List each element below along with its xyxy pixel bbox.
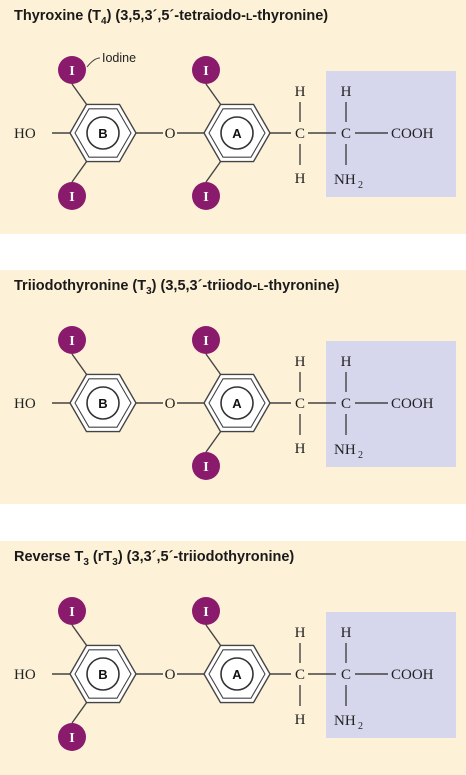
ether-oxygen: O <box>165 396 176 412</box>
ether-oxygen: O <box>165 667 176 683</box>
ring-a-label: A <box>232 667 242 682</box>
amino-acid-box <box>326 612 456 738</box>
carboxyl-group: COOH <box>391 667 434 683</box>
iodine-bond-inner-top <box>205 353 222 376</box>
beta-carbon: C <box>295 396 305 412</box>
iodine-outer-bottom: I <box>58 723 86 751</box>
hydroxyl-group: HO <box>14 126 36 142</box>
ring-a-label: A <box>232 396 242 411</box>
iodine-bond-outer-top <box>71 624 88 647</box>
hydrogen-upper-right: H <box>341 625 352 641</box>
ring-a: A <box>203 103 271 163</box>
iodine-callout-line <box>86 57 101 68</box>
iodine-outer-bottom: I <box>58 182 86 210</box>
alpha-carbon: C <box>341 396 351 412</box>
iodine-bond-inner-top <box>205 83 222 106</box>
iodine-outer-top: I <box>58 326 86 354</box>
beta-carbon: C <box>295 667 305 683</box>
iodine-outer-bottom-symbol: I <box>69 731 74 746</box>
panel-title: Thyroxine (T4) (3,5,3´,5´-tetraiodo-L-th… <box>14 8 329 27</box>
amino-acid-box <box>326 71 456 197</box>
iodine-inner-bottom: I <box>192 452 220 480</box>
panel-1: Thyroxine (T4) (3,5,3´,5´-tetraiodo-L-th… <box>0 0 466 234</box>
hydrogen-lower-left: H <box>295 171 306 187</box>
iodine-inner-top: I <box>192 597 220 625</box>
iodine-bond-outer-top <box>71 83 88 106</box>
iodine-inner-bottom: I <box>192 182 220 210</box>
ether-oxygen: O <box>165 126 176 142</box>
iodine-outer-top: I <box>58 56 86 84</box>
iodine-outer-top-symbol: I <box>69 605 74 620</box>
carboxyl-group: COOH <box>391 396 434 412</box>
panel-title: Reverse T3 (rT3) (3,3´,5´-triiodothyroni… <box>14 549 295 568</box>
hydrogen-upper-left: H <box>295 354 306 370</box>
hydrogen-upper-right: H <box>341 354 352 370</box>
hydrogen-upper-left: H <box>295 625 306 641</box>
hydrogen-upper-left: H <box>295 84 306 100</box>
ring-b-label: B <box>98 126 107 141</box>
ring-b: B <box>69 103 137 163</box>
ring-b: B <box>69 373 137 433</box>
amino-subscript: 2 <box>358 450 363 461</box>
iodine-inner-top-symbol: I <box>203 64 208 79</box>
amino-group: NH <box>334 172 356 188</box>
iodine-inner-top-symbol: I <box>203 605 208 620</box>
amino-subscript: 2 <box>358 180 363 191</box>
iodine-bond-outer-top <box>71 353 88 376</box>
panel-title: Triiodothyronine (T3) (3,5,3´-triiodo-L-… <box>14 278 340 297</box>
amino-group: NH <box>334 442 356 458</box>
iodine-outer-top-symbol: I <box>69 334 74 349</box>
amino-acid-box <box>326 341 456 467</box>
ring-a-label: A <box>232 126 242 141</box>
iodine-bond-outer-bottom <box>71 701 88 724</box>
hydrogen-lower-left: H <box>295 712 306 728</box>
hydroxyl-group: HO <box>14 396 36 412</box>
iodine-outer-bottom-symbol: I <box>69 190 74 205</box>
hydrogen-lower-left: H <box>295 441 306 457</box>
iodine-inner-top: I <box>192 56 220 84</box>
iodine-inner-top: I <box>192 326 220 354</box>
iodine-bond-outer-bottom <box>71 160 88 183</box>
iodine-inner-bottom-symbol: I <box>203 190 208 205</box>
iodine-bond-inner-bottom <box>205 160 222 183</box>
iodine-bond-inner-bottom <box>205 430 222 453</box>
ring-b-label: B <box>98 667 107 682</box>
iodine-outer-top: I <box>58 597 86 625</box>
amino-group: NH <box>334 713 356 729</box>
iodine-inner-bottom-symbol: I <box>203 460 208 475</box>
ring-a: A <box>203 373 271 433</box>
carboxyl-group: COOH <box>391 126 434 142</box>
hydrogen-upper-right: H <box>341 84 352 100</box>
panel-2: Triiodothyronine (T3) (3,5,3´-triiodo-L-… <box>0 270 466 504</box>
beta-carbon: C <box>295 126 305 142</box>
iodine-callout: Iodine <box>102 51 136 65</box>
ring-b-label: B <box>98 396 107 411</box>
hydroxyl-group: HO <box>14 667 36 683</box>
alpha-carbon: C <box>341 126 351 142</box>
ring-a: A <box>203 644 271 704</box>
amino-subscript: 2 <box>358 721 363 732</box>
ring-b: B <box>69 644 137 704</box>
alpha-carbon: C <box>341 667 351 683</box>
iodine-inner-top-symbol: I <box>203 334 208 349</box>
panel-3: Reverse T3 (rT3) (3,3´,5´-triiodothyroni… <box>0 541 466 775</box>
iodine-outer-top-symbol: I <box>69 64 74 79</box>
iodine-bond-inner-top <box>205 624 222 647</box>
